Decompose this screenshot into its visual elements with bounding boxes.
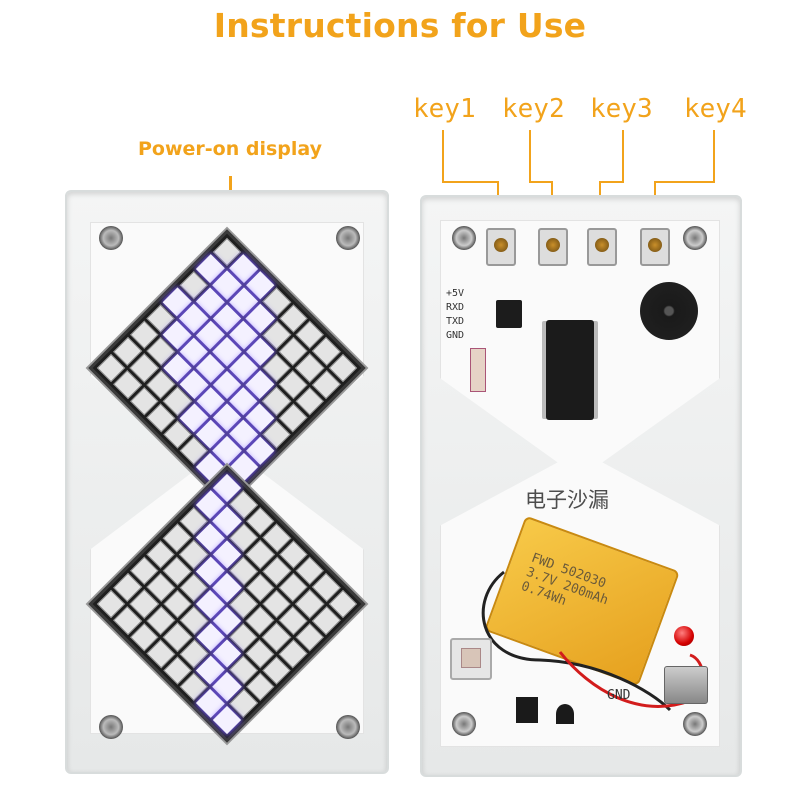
screw-icon xyxy=(336,715,360,739)
small-ic-chip xyxy=(496,300,522,328)
power-on-display-label: Power-on display xyxy=(137,138,323,160)
key1-label: key1 xyxy=(413,94,476,124)
mcu-chip xyxy=(546,320,594,420)
charger-ic-chip xyxy=(516,697,538,723)
power-switch[interactable] xyxy=(450,638,492,680)
screw-icon xyxy=(336,226,360,250)
screw-icon xyxy=(683,226,707,250)
pin-label-rxd: RXD xyxy=(446,302,465,313)
screw-icon xyxy=(99,226,123,250)
screw-icon xyxy=(452,712,476,736)
screw-icon xyxy=(683,712,707,736)
board-title-text: 电子沙漏 xyxy=(525,488,609,512)
screw-icon xyxy=(452,226,476,250)
key4-label: key4 xyxy=(684,94,747,124)
page-title: Instructions for Use xyxy=(213,6,587,45)
crystal-component xyxy=(470,348,486,392)
key3-label: key3 xyxy=(590,94,653,124)
usb-port[interactable] xyxy=(664,666,708,704)
pin-label-gnd: GND xyxy=(446,330,465,341)
gnd-label: GND xyxy=(607,688,631,703)
key3-button[interactable] xyxy=(587,228,617,266)
key2-label: key2 xyxy=(502,94,565,124)
screw-icon xyxy=(99,715,123,739)
red-led-icon xyxy=(674,626,694,646)
key2-button[interactable] xyxy=(538,228,568,266)
buzzer-icon xyxy=(640,282,698,340)
key1-button[interactable] xyxy=(486,228,516,266)
key4-button[interactable] xyxy=(640,228,670,266)
pin-label-txd: TXD xyxy=(446,316,465,327)
pin-label-5v: +5V xyxy=(446,288,465,299)
transistor-component xyxy=(556,704,574,724)
